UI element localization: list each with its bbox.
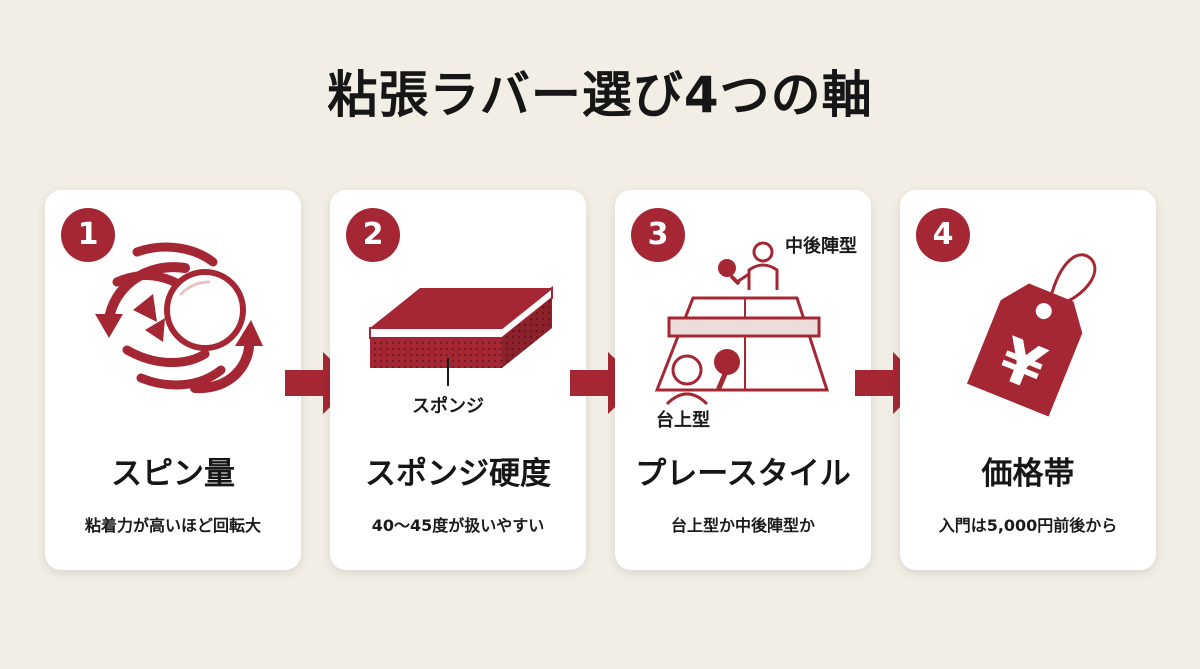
rubber-sponge-block-icon: スポンジ [369,285,553,417]
table-tennis-players-icon: 中後陣型 台上型 [654,235,857,431]
card-price-range: 4 ¥ 価格帯 入門は5,000円前後から [900,190,1156,570]
card-play-style: 3 中後陣型 台上型 プレースタイル 台上型か中後陣型か [615,190,871,570]
card-sponge-hardness: 2 スポンジ スポンジ硬度 40〜45度が扱いやすい [330,190,586,570]
card-description: 40〜45度が扱いやすい [371,516,545,535]
card-description: 入門は5,000円前後から [938,516,1118,535]
mid-back-style-label: 中後陣型 [785,235,857,257]
step-badge-4: 4 [916,208,970,262]
card-description: 台上型か中後陣型か [670,516,815,535]
card-description: 粘着力が高いほど回転大 [84,516,261,535]
page-title: 粘張ラバー選び4つの軸 [327,66,873,124]
near-table-style-label: 台上型 [656,409,710,431]
card-spin: 1 スピン量 粘着力が高いほど回転大 [45,190,301,570]
step-badge-1: 1 [61,208,115,262]
card-title: スピン量 [111,456,235,492]
card-title: スポンジ硬度 [365,456,551,492]
card-title: プレースタイル [635,456,851,492]
step-badge-2: 2 [346,208,400,262]
step-badge-3: 3 [631,208,685,262]
card-title: 価格帯 [981,456,1075,492]
yen-price-tag-icon: ¥ [966,253,1097,417]
spinning-ball-icon [95,242,263,394]
sponge-label: スポンジ [412,395,484,417]
